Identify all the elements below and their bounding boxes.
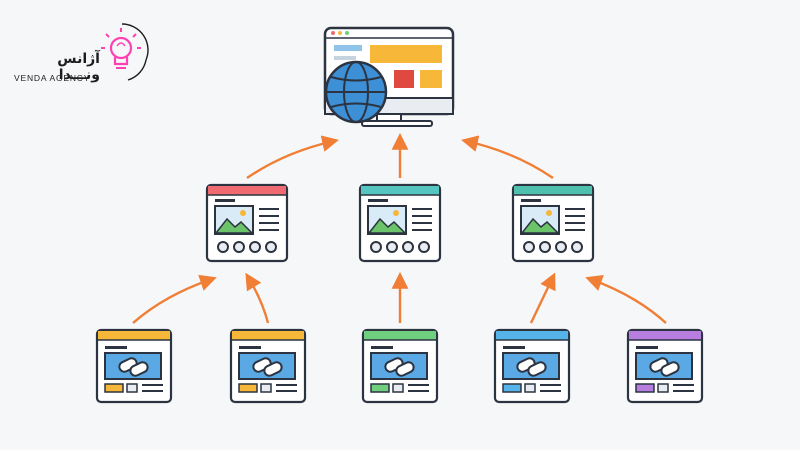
page-button-icon <box>555 241 567 253</box>
backlink-page-1 <box>95 328 173 404</box>
content-page-3 <box>511 183 595 263</box>
page-button-icon <box>249 241 261 253</box>
page-button-icon <box>265 241 277 253</box>
backlink-page-4 <box>493 328 571 404</box>
page-button-icon <box>571 241 583 253</box>
page-button-icon <box>370 241 382 253</box>
arrow-content-1 <box>246 135 339 179</box>
backlink-page-2 <box>229 328 307 404</box>
globe-icon <box>324 60 388 124</box>
link-chain-icon <box>516 357 547 377</box>
lightbulb-icon <box>101 23 149 81</box>
link-chain-icon <box>118 357 149 377</box>
arrow-backlink-1 <box>132 274 217 324</box>
brand-name-fa: آژانس ونـــدا <box>57 51 100 83</box>
image-icon <box>367 205 407 235</box>
image-icon <box>214 205 254 235</box>
page-button-icon <box>418 241 430 253</box>
page-button-icon <box>233 241 245 253</box>
brand-logo: آژانس ونـــدا VENDA AGENCY <box>14 18 154 88</box>
image-icon <box>520 205 560 235</box>
website-monitor-icon <box>323 26 455 127</box>
content-page-1 <box>205 183 289 263</box>
backlink-page-5 <box>626 328 704 404</box>
link-chain-icon <box>252 357 283 377</box>
page-button-icon <box>539 241 551 253</box>
link-chain-icon <box>384 357 415 377</box>
page-button-icon <box>523 241 535 253</box>
arrow-backlink-2 <box>245 272 270 324</box>
arrow-backlink-5 <box>585 275 667 324</box>
link-chain-icon <box>649 357 680 377</box>
arrow-content-3 <box>461 135 554 179</box>
page-button-icon <box>402 241 414 253</box>
page-button-icon <box>217 241 229 253</box>
brand-name-en: VENDA AGENCY <box>14 73 91 83</box>
page-button-icon <box>386 241 398 253</box>
content-page-2 <box>358 183 442 263</box>
backlink-page-3 <box>361 328 439 404</box>
arrow-backlink-4 <box>529 272 556 324</box>
